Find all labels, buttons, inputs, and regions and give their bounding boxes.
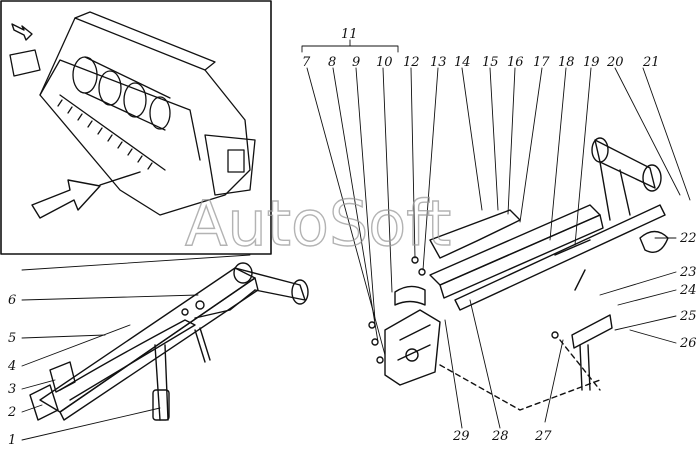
callout-26: 26 (679, 336, 697, 351)
callout-22: 22 (679, 231, 697, 246)
callout-25: 25 (679, 309, 697, 324)
callout-15: 15 (482, 55, 499, 70)
callout-9: 9 (352, 55, 360, 70)
callout-7: 7 (302, 55, 311, 70)
callout-17: 17 (533, 55, 550, 70)
right-assembly-drawing (368, 137, 669, 411)
callout-20: 20 (606, 55, 624, 70)
callout-3: 3 (8, 382, 16, 397)
callout-24: 24 (679, 283, 697, 298)
direction-arrows (11, 23, 141, 219)
callout-18: 18 (558, 55, 575, 70)
callout-29: 29 (452, 429, 470, 444)
callout-8: 8 (328, 55, 336, 70)
callout-11: 11 (341, 27, 358, 42)
callout-10: 10 (376, 55, 393, 70)
callout-4: 4 (7, 359, 16, 374)
callout-14: 14 (454, 55, 471, 70)
callout-16: 16 (507, 55, 524, 70)
callout-23: 23 (679, 265, 697, 280)
watermark-text: AutoSoft (185, 187, 451, 260)
callout-27: 27 (534, 429, 552, 444)
callout-13: 13 (430, 55, 447, 70)
header-drawing (9, 11, 256, 216)
callout-12: 12 (403, 55, 420, 70)
callout-6: 6 (8, 293, 16, 308)
leader-lines (21, 39, 691, 441)
callout-19: 19 (583, 55, 600, 70)
callout-28: 28 (491, 429, 509, 444)
callout-2: 2 (7, 405, 16, 420)
callout-1: 1 (8, 433, 16, 448)
inset-overview (0, 0, 272, 255)
callout-21: 21 (642, 55, 660, 70)
inset-frame (0, 0, 272, 255)
left-assembly-drawing (29, 262, 309, 421)
callout-labels: 1 2 3 4 5 6 11 7 8 9 10 12 13 14 15 16 1… (7, 27, 697, 448)
callout-5: 5 (8, 331, 16, 346)
